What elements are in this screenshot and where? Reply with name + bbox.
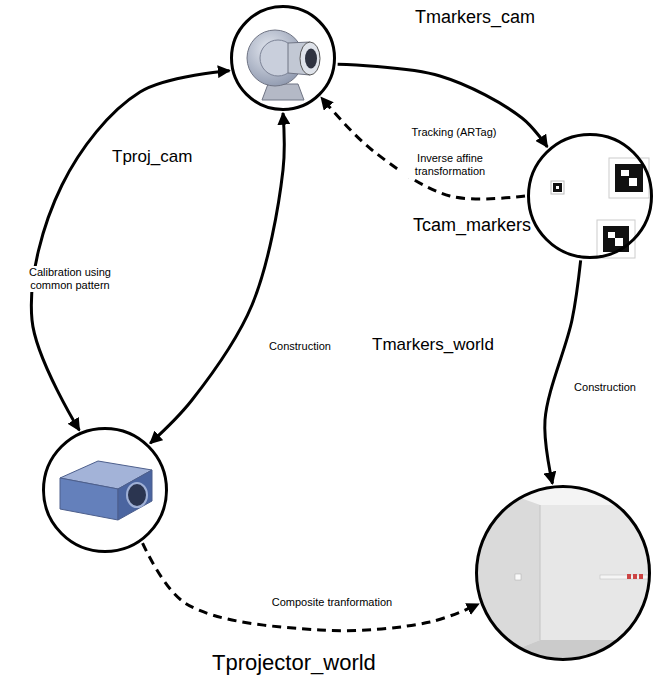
edge-label: Construction bbox=[563, 381, 647, 394]
connector-arrow bbox=[338, 64, 548, 147]
artag-markers bbox=[551, 158, 649, 258]
edge-label: Calibration using common pattern bbox=[16, 266, 124, 292]
transform-label: Tmarkers_cam bbox=[415, 8, 535, 28]
transform-label: Tprojector_world bbox=[212, 651, 376, 675]
connector-arrow bbox=[321, 98, 525, 199]
node-circle bbox=[230, 5, 336, 111]
transform-label: Tmarkers_world bbox=[372, 336, 494, 355]
projector-icon bbox=[60, 461, 152, 520]
connector-arrow bbox=[143, 543, 479, 631]
node-circle bbox=[42, 427, 168, 553]
node-circle bbox=[475, 485, 651, 661]
transform-label: Tcam_markers bbox=[413, 216, 531, 236]
transform-label: Tproj_cam bbox=[112, 148, 192, 167]
edge-label: Composite tranformation bbox=[250, 596, 414, 609]
connector-arrow bbox=[545, 260, 581, 483]
node-circle bbox=[527, 133, 653, 259]
edge-label: Construction bbox=[258, 340, 342, 353]
camera-icon bbox=[247, 30, 320, 100]
edge-label: Inverse affine transformation bbox=[400, 152, 500, 178]
connector-arrow bbox=[31, 71, 229, 431]
room-photo bbox=[470, 480, 657, 670]
edge-label: Tracking (ARTag) bbox=[402, 126, 506, 139]
